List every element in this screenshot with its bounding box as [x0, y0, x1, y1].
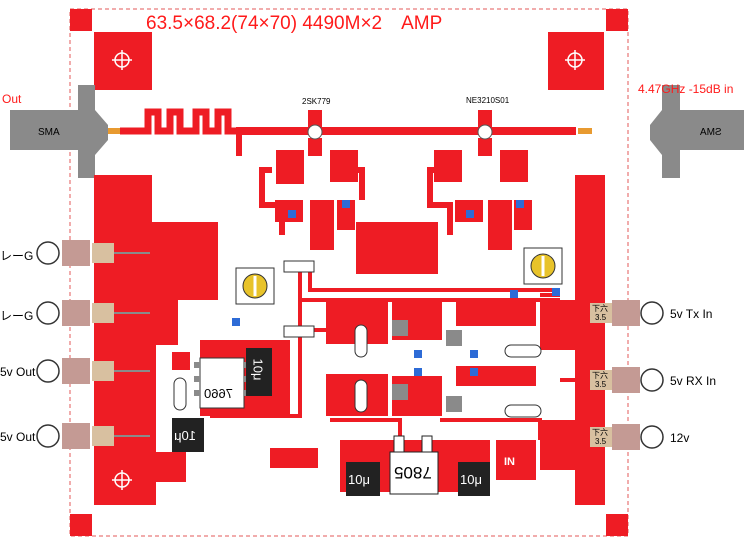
jumper-1: [283, 260, 315, 273]
terminal-left-5v-out-2[interactable]: [36, 423, 150, 449]
label-part-q1: 2SK779: [302, 97, 331, 106]
gnd-num-tx: 3.5: [595, 313, 607, 322]
reg-7805: [389, 435, 439, 495]
gnd-num-12v: 3.5: [595, 437, 607, 446]
ic-7660: [194, 357, 250, 409]
cap-10u-c: [346, 462, 380, 496]
label-vg2: レーG: [0, 309, 34, 323]
label-5v-rx: 5v RX In: [670, 374, 717, 388]
corner-pad-top-right: [606, 9, 628, 31]
gnd-label-12v: 下六: [592, 428, 608, 437]
terminal-left-vg1[interactable]: [36, 240, 150, 266]
label-sma-left: SMA: [38, 127, 60, 138]
mount-block-right: [548, 32, 604, 90]
transistor-q2: [477, 110, 493, 156]
label-5v-out-1: 5v Out: [0, 365, 36, 379]
jumper-2: [283, 325, 315, 338]
label-5v-tx: 5v Tx In: [670, 307, 713, 321]
cap-10u-b: [172, 418, 204, 452]
label-sma-right: SMA: [700, 127, 722, 138]
terminal-left-vg2[interactable]: [36, 300, 150, 326]
terminal-right-12v[interactable]: [590, 424, 664, 450]
terminal-right-5v-tx[interactable]: [590, 300, 664, 326]
corner-pad-bottom-right: [606, 514, 628, 536]
in-badge: [498, 449, 528, 477]
cap-10u-d: [458, 462, 490, 496]
ground-plane-left: [94, 175, 218, 345]
corner-pad-top-left: [70, 9, 92, 31]
mosfet-pair: [392, 320, 462, 412]
label-5v-out-2: 5v Out: [0, 430, 36, 444]
mount-hole-bottom: [112, 470, 132, 490]
mount-block-left: [94, 32, 152, 90]
terminal-right-5v-rx[interactable]: [590, 367, 664, 393]
label-part-q2: NE3210S01: [466, 96, 510, 105]
gnd-label-rx: 下六: [592, 371, 608, 380]
unu-meander: [120, 108, 236, 135]
rf-trace: [236, 127, 576, 135]
board-outline: [69, 8, 629, 537]
label-12v: 12v: [670, 431, 690, 445]
smd-parts: [232, 200, 560, 376]
cap-10u-a: [246, 348, 272, 396]
trimmer-right[interactable]: [523, 247, 563, 285]
led-group: [173, 324, 542, 418]
mount-hole-right: [565, 50, 585, 70]
mount-hole-left: [112, 50, 132, 70]
gnd-label-tx: 下六: [592, 304, 608, 313]
sma-connector-right[interactable]: [650, 85, 744, 178]
cap-10u-d-label: 10μ: [460, 472, 482, 487]
cap-10u-b-label: 10μ: [174, 428, 196, 443]
label-in-spec: 4.47GHz -15dB in: [638, 82, 734, 96]
terminal-left-5v-out-1[interactable]: [36, 358, 150, 384]
cap-10u-a-label: 10μ: [250, 358, 266, 381]
reg-7805-label: 7805: [394, 463, 432, 482]
label-out: Out: [2, 92, 22, 106]
trimmer-left[interactable]: [235, 267, 275, 305]
corner-pad-bottom-left: [70, 514, 92, 536]
transistor-q1: [307, 110, 323, 156]
in-badge-label: IN: [504, 456, 515, 468]
label-vg1: レーG: [0, 249, 34, 263]
cap-10u-c-label: 10μ: [348, 472, 370, 487]
ic-7660-label: 7660: [204, 386, 233, 401]
board-title: 63.5×68.2(74×70) 4490M×2 AMP: [146, 13, 443, 34]
gnd-num-rx: 3.5: [595, 380, 607, 389]
sma-connector-left[interactable]: [10, 85, 108, 178]
